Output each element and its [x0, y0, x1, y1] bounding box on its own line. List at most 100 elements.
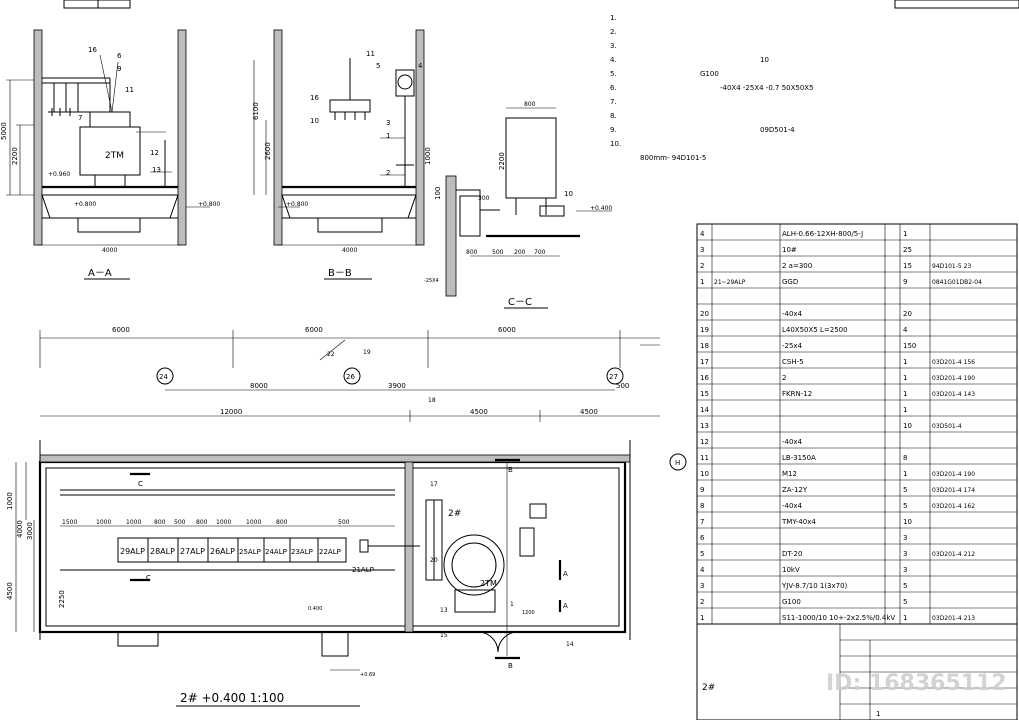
bom-cell-qty: 5 — [903, 502, 907, 510]
panel-label: 27ALP — [180, 547, 205, 556]
tf-label: 2TM — [480, 579, 497, 588]
bom-cell-spec: 10kV — [782, 566, 800, 574]
bb-elev: +0.800 — [286, 201, 308, 208]
note-number: 3. — [610, 42, 617, 50]
panel-label: 24ALP — [265, 548, 287, 556]
panel-label: 26ALP — [210, 547, 235, 556]
section-marker: A — [563, 570, 568, 578]
bb-callout: 2 — [386, 169, 390, 177]
plan-elev-a: 0.400 — [308, 606, 322, 612]
bom-cell-spec: DT-20 — [782, 550, 802, 558]
bom-cell-no: 19 — [700, 326, 709, 334]
aa-callout: 7 — [78, 114, 82, 122]
aa-callout: 13 — [152, 166, 161, 174]
watermark: ID: 168365112 — [826, 671, 1007, 696]
plan-sub-dim: 800 — [196, 519, 208, 526]
aa-callout: 12 — [150, 149, 159, 157]
bom-cell-no: 2 — [700, 598, 704, 606]
plan-callout: 1 — [510, 601, 514, 608]
cc-elev: +0.400 — [590, 205, 612, 212]
plan-top-dim: 6000 — [112, 326, 130, 334]
plan-span-dim: 4500 — [580, 408, 598, 416]
plan-mid-dim: 3900 — [388, 382, 406, 390]
top-strips — [63, 0, 1019, 9]
note-number: 6. — [610, 84, 617, 92]
bom-cell-note: 03D201-4 162 — [932, 503, 975, 510]
bom-cell-qty: 1 — [903, 406, 907, 414]
bb-dim-width: 4000 — [342, 247, 357, 254]
note-number: 5. — [610, 70, 617, 78]
plan-sub-dim: 500 — [174, 519, 186, 526]
plan-sub-dim: 1000 — [126, 519, 141, 526]
bom-cell-note: 0841G01DB2-04 — [932, 279, 982, 286]
bom-cell-no: 11 — [700, 454, 709, 462]
bom-cell-no: 12 — [700, 438, 709, 446]
bom-cell-spec: 2 — [782, 374, 786, 382]
cc-callout: 10 — [564, 190, 573, 198]
aa-elev3: +0.800 — [198, 201, 220, 208]
aa-callout: 11 — [125, 86, 134, 94]
bb-callout: 1 — [386, 132, 390, 140]
bb-dim1: 1000 — [424, 147, 432, 165]
section-marker: C — [146, 574, 151, 582]
note-number: 8. — [610, 112, 617, 120]
bom-cell-no: 20 — [700, 310, 709, 318]
bom-cell-qty: 1 — [903, 358, 907, 366]
plan-sub-dim: 1000 — [96, 519, 111, 526]
note-number: 1. — [610, 14, 617, 22]
aa-callout: 6 — [117, 52, 122, 60]
title-drawing-name: 2# — [702, 683, 715, 693]
plan-callout: 22 — [327, 351, 335, 358]
bom-cell-spec: L40X50X5 L=2500 — [782, 326, 848, 334]
bom-cell-qty: 3 — [903, 534, 907, 542]
plan-sub-dim: 1500 — [62, 519, 77, 526]
section-bb: 6100 2600 1000 100 +0.800 4000 11 5 4 3 … — [252, 29, 442, 280]
bom-cell-qty: 5 — [903, 486, 907, 494]
plan-left-dim: 2250 — [58, 590, 66, 608]
bom-cell-no: 6 — [700, 534, 705, 542]
note-number: 4. — [610, 56, 617, 64]
bom-cell-qty: 3 — [903, 550, 907, 558]
plan-callout: 19 — [363, 349, 371, 356]
cc-title: C－C — [508, 297, 532, 308]
bom-cell-no: 7 — [700, 518, 704, 526]
bom-cell-qty: 10 — [903, 518, 912, 526]
bom-cell-note: 03D201-4 143 — [932, 391, 975, 398]
bom-cell-no: 3 — [700, 246, 704, 254]
aa-transformer-label: 2TM — [105, 151, 124, 161]
bom-cell-note: 03D201-4 213 — [932, 615, 975, 622]
plan-callout: 15 — [440, 632, 448, 639]
note-number: 10. — [610, 140, 621, 148]
plan-callout: 14 — [566, 641, 574, 648]
bom-cell-qty: 25 — [903, 246, 912, 254]
panel-label: 23ALP — [291, 548, 313, 556]
bom-cell-no: 18 — [700, 342, 709, 350]
panel-21-label: 21ALP — [352, 566, 374, 574]
bb-dim-height1: 6100 — [252, 102, 260, 120]
cc-dim: 200 — [514, 249, 526, 256]
cc-dim: 500 — [492, 249, 504, 256]
plan-left-dim: 1000 — [6, 492, 14, 510]
plan-view: 6000 6000 6000 24 26 27 H 8000 3900 500 … — [6, 326, 687, 707]
bom-cell-spec: GGD — [782, 278, 798, 286]
bom-cell-spec: -40x4 — [782, 438, 803, 446]
bom-cell-qty: 1 — [903, 230, 907, 238]
note-code: 09D501-4 — [760, 126, 795, 134]
plan-note-1200: 1200 — [522, 610, 535, 616]
bb-title: B－B — [328, 268, 352, 279]
note-number: 7. — [610, 98, 617, 106]
plan-callout: 18 — [428, 397, 436, 404]
bom-cell-spec: ZA-12Y — [782, 486, 808, 494]
panel-label: 22ALP — [319, 548, 341, 556]
bom-cell-no: 17 — [700, 358, 709, 366]
note-code: -40X4 -25X4 -0.7 50X50X5 — [720, 84, 814, 92]
aa-dim-height2: 2200 — [11, 147, 19, 165]
bom-cell-spec: YJV-8.7/10 1(3x70) — [781, 582, 848, 590]
bb-callout: 10 — [310, 117, 319, 125]
plan-top-dim: 6000 — [498, 326, 516, 334]
aa-callout: 16 — [88, 46, 97, 54]
cc-dim-width: 800 — [524, 101, 536, 108]
bom-cell-spec: FKRN-12 — [782, 390, 812, 398]
panel-label: 29ALP — [120, 547, 145, 556]
bom-cell-no: 16 — [700, 374, 709, 382]
